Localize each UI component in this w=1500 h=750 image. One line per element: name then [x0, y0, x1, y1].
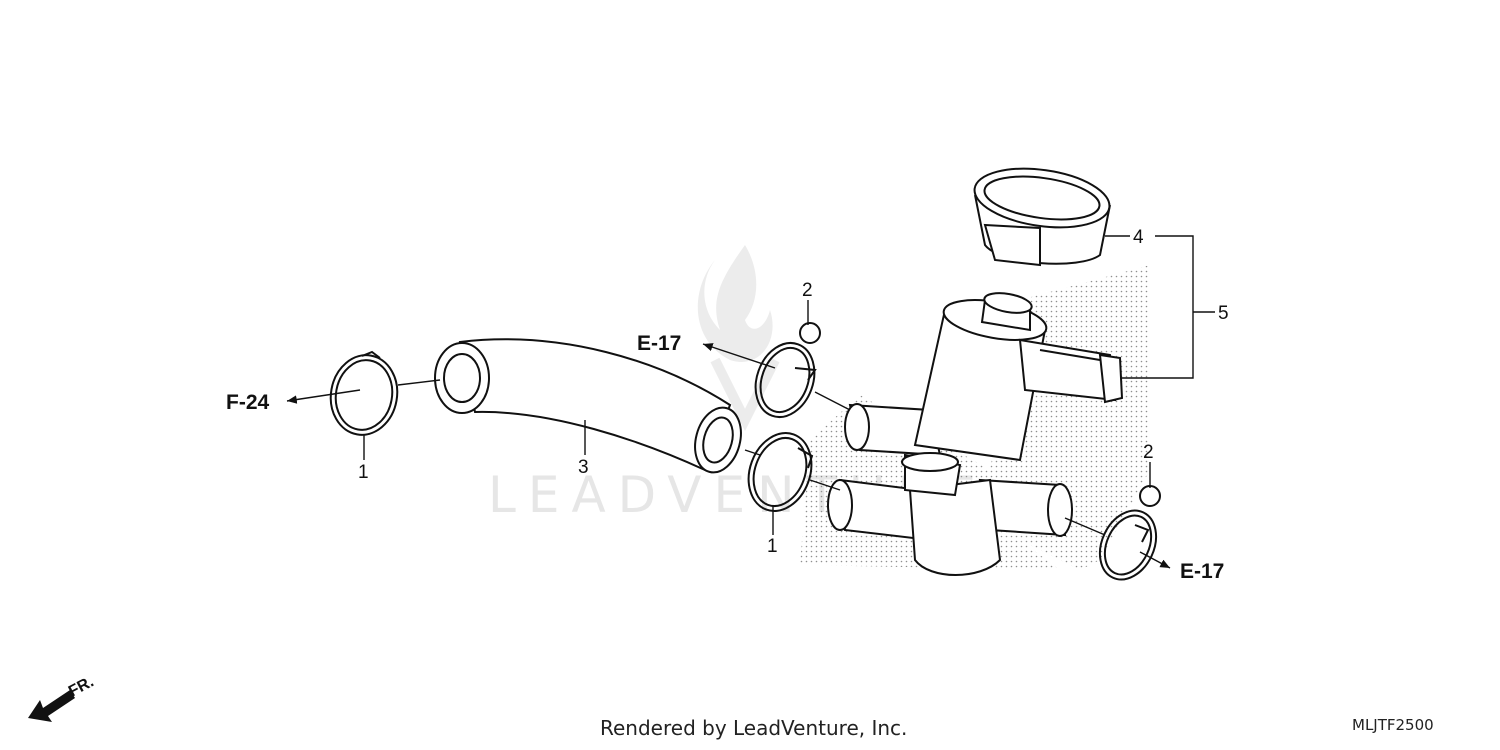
clip-part-2-upper[interactable]	[746, 322, 825, 425]
leader-lines	[286, 235, 1215, 569]
hose-part-3[interactable]	[434, 338, 748, 477]
cap-part-4[interactable]	[971, 161, 1113, 267]
callout-1-center: 1	[767, 536, 778, 557]
ref-e17-top[interactable]: E-17	[637, 332, 681, 355]
flame-logo-icon	[697, 245, 773, 362]
callout-3: 3	[578, 457, 589, 478]
callout-4: 4	[1133, 227, 1144, 248]
ref-f24[interactable]: F-24	[226, 391, 270, 414]
callout-5: 5	[1218, 303, 1229, 324]
clamp-part-1-left[interactable]	[325, 350, 404, 440]
ref-e17-bottom[interactable]: E-17	[1180, 560, 1224, 583]
front-direction-indicator: FR.	[28, 673, 97, 722]
rendered-by-text: Rendered by LeadVenture, Inc.	[600, 716, 908, 740]
callout-2-right: 2	[1143, 442, 1154, 463]
diagram-code: MLJTF2500	[1352, 716, 1434, 734]
front-arrow-icon	[28, 690, 75, 722]
clamp-part-1-center[interactable]	[738, 424, 822, 520]
callout-2-upper: 2	[802, 280, 813, 301]
callout-1-left: 1	[358, 462, 369, 483]
valve-assembly-part-5[interactable]	[827, 290, 1124, 576]
